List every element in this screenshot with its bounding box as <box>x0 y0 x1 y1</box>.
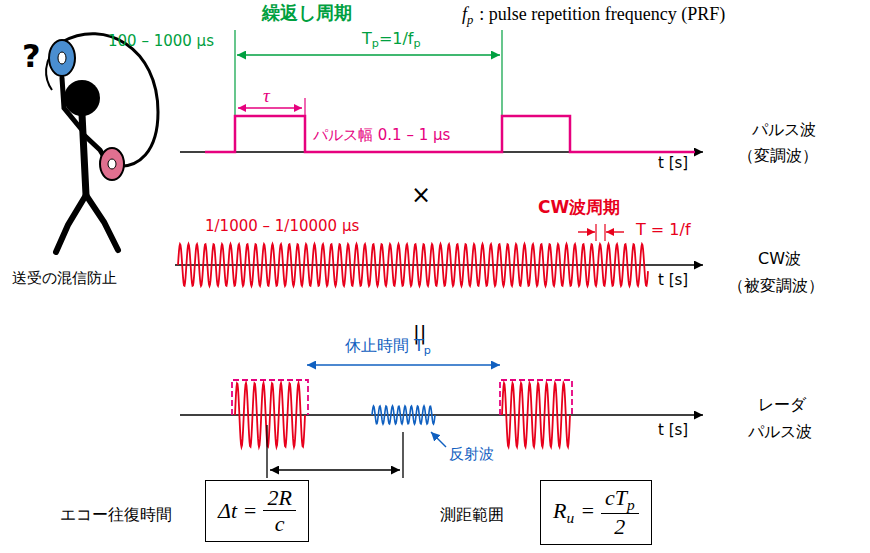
label-text: τ <box>263 85 270 106</box>
period-title: 繰返し周期 <box>262 3 352 24</box>
rest-arrow <box>307 364 500 366</box>
rest-time-label: 休止時間 Tp <box>345 337 431 358</box>
period-tick <box>501 30 502 116</box>
cw-period-title: CW波周期 <box>538 198 620 218</box>
label-text: p <box>467 13 473 27</box>
label-text: p <box>414 37 421 50</box>
formula-text: 2 <box>614 514 625 539</box>
cw-period-range: 1/1000 – 1/10000 μs <box>205 218 359 235</box>
label-text: ? <box>22 37 41 75</box>
numerator: cTp <box>601 485 639 514</box>
period-arrow <box>578 231 595 232</box>
denominator: 2 <box>610 514 629 539</box>
formula-heading: 測距範囲 <box>440 506 504 524</box>
axis-label: t [s] <box>658 422 688 439</box>
prf-note: fp : pulse repetition frequency (PRF) <box>462 4 725 27</box>
label-text: p <box>424 344 431 357</box>
label-text: : pulse repetition frequency (PRF) <box>479 4 725 24</box>
formula-text: R <box>553 498 566 523</box>
period-tick <box>595 224 596 241</box>
axis-label: t [s] <box>658 272 688 289</box>
label-text: CW波 <box>758 249 801 268</box>
wave-name: パルス波 <box>748 423 812 441</box>
fraction: 2Rc <box>263 485 295 537</box>
label-text: 100 – 1000 μs <box>108 32 214 50</box>
cw-period-formula: T = 1/f <box>636 221 691 239</box>
period-range: 100 – 1000 μs <box>108 33 214 50</box>
formula-lhs: Δt = <box>218 498 257 523</box>
label-text: p <box>372 37 379 50</box>
label-text: 1/1000 – 1/10000 μs <box>205 217 359 235</box>
label-text: 繰返し周期 <box>262 2 352 23</box>
label-text: t [s] <box>658 154 688 172</box>
echo-wave <box>372 406 435 424</box>
pulse-width-range: パルス幅 0.1 – 1 μs <box>313 127 450 144</box>
formula-text: Δt = <box>218 498 257 523</box>
label-text: （被変調波） <box>728 276 824 295</box>
pulse-wave <box>205 116 695 152</box>
label-text: パルス幅 0.1 – 1 μs <box>313 126 450 144</box>
formula-lhs: Ru = <box>553 498 595 526</box>
wave-name: パルス波 <box>752 121 816 139</box>
formula-heading: エコー往復時間 <box>60 506 172 524</box>
label-text: × <box>411 181 431 209</box>
formula-text: = <box>580 498 595 523</box>
wave-name: （変調波） <box>738 147 818 165</box>
period-arrow <box>237 54 500 56</box>
period-formula: Tp=1/fp <box>362 30 421 51</box>
axis-label: t [s] <box>658 155 688 172</box>
label-text: 休止時間 T <box>345 336 424 355</box>
label-text: 反射波 <box>449 445 494 463</box>
width-tick <box>304 98 305 116</box>
formula-text: u <box>566 509 574 526</box>
formula-text: c <box>275 511 285 536</box>
label-text: f <box>462 4 467 24</box>
fraction: cTp2 <box>601 485 639 540</box>
period-tick <box>234 30 235 116</box>
cw-wave <box>178 244 648 286</box>
label-text: T = 1/f <box>636 220 691 239</box>
label-text: パルス波 <box>748 422 812 441</box>
wave-name: レーダ <box>758 396 806 414</box>
question-mark: ? <box>22 38 41 75</box>
label-text: エコー往復時間 <box>60 505 172 524</box>
pulse-width-symbol: τ <box>263 85 270 107</box>
label-text: （変調波） <box>738 146 818 165</box>
label-text: レーダ <box>758 395 806 414</box>
echo-leader <box>431 432 446 447</box>
confused-person <box>46 34 158 252</box>
period-tick <box>604 224 605 241</box>
denominator: c <box>271 511 289 536</box>
delay-arrow <box>270 469 400 471</box>
formula-box: Ru=cTp2 <box>540 480 652 545</box>
numerator: 2R <box>263 485 295 511</box>
label-text: 測距範囲 <box>440 505 504 524</box>
echo-label: 反射波 <box>449 446 494 463</box>
radar-burst <box>235 383 305 447</box>
label-text: t [s] <box>658 421 688 439</box>
label-text: T <box>362 29 372 48</box>
label-text: 送受の混信防止 <box>12 269 117 287</box>
wave-name: （被変調波） <box>728 277 824 295</box>
period-arrow <box>606 231 624 232</box>
time-axis <box>180 414 703 416</box>
delay-tick <box>266 425 267 478</box>
radar-burst <box>502 383 570 447</box>
multiply-sign: × <box>411 182 431 210</box>
width-arrow <box>238 107 302 108</box>
wave-name: CW波 <box>758 250 801 268</box>
formula-text: cT <box>605 485 627 510</box>
label-text: CW波周期 <box>538 197 620 217</box>
formula-text: p <box>627 496 635 513</box>
delay-tick <box>402 432 403 478</box>
figure-caption: 送受の混信防止 <box>12 270 117 287</box>
label-text: パルス波 <box>752 120 816 139</box>
formula-text: 2R <box>267 485 291 510</box>
formula-box: Δt =2Rc <box>205 480 309 542</box>
label-text: =1/f <box>379 29 414 48</box>
label-text: t [s] <box>658 271 688 289</box>
